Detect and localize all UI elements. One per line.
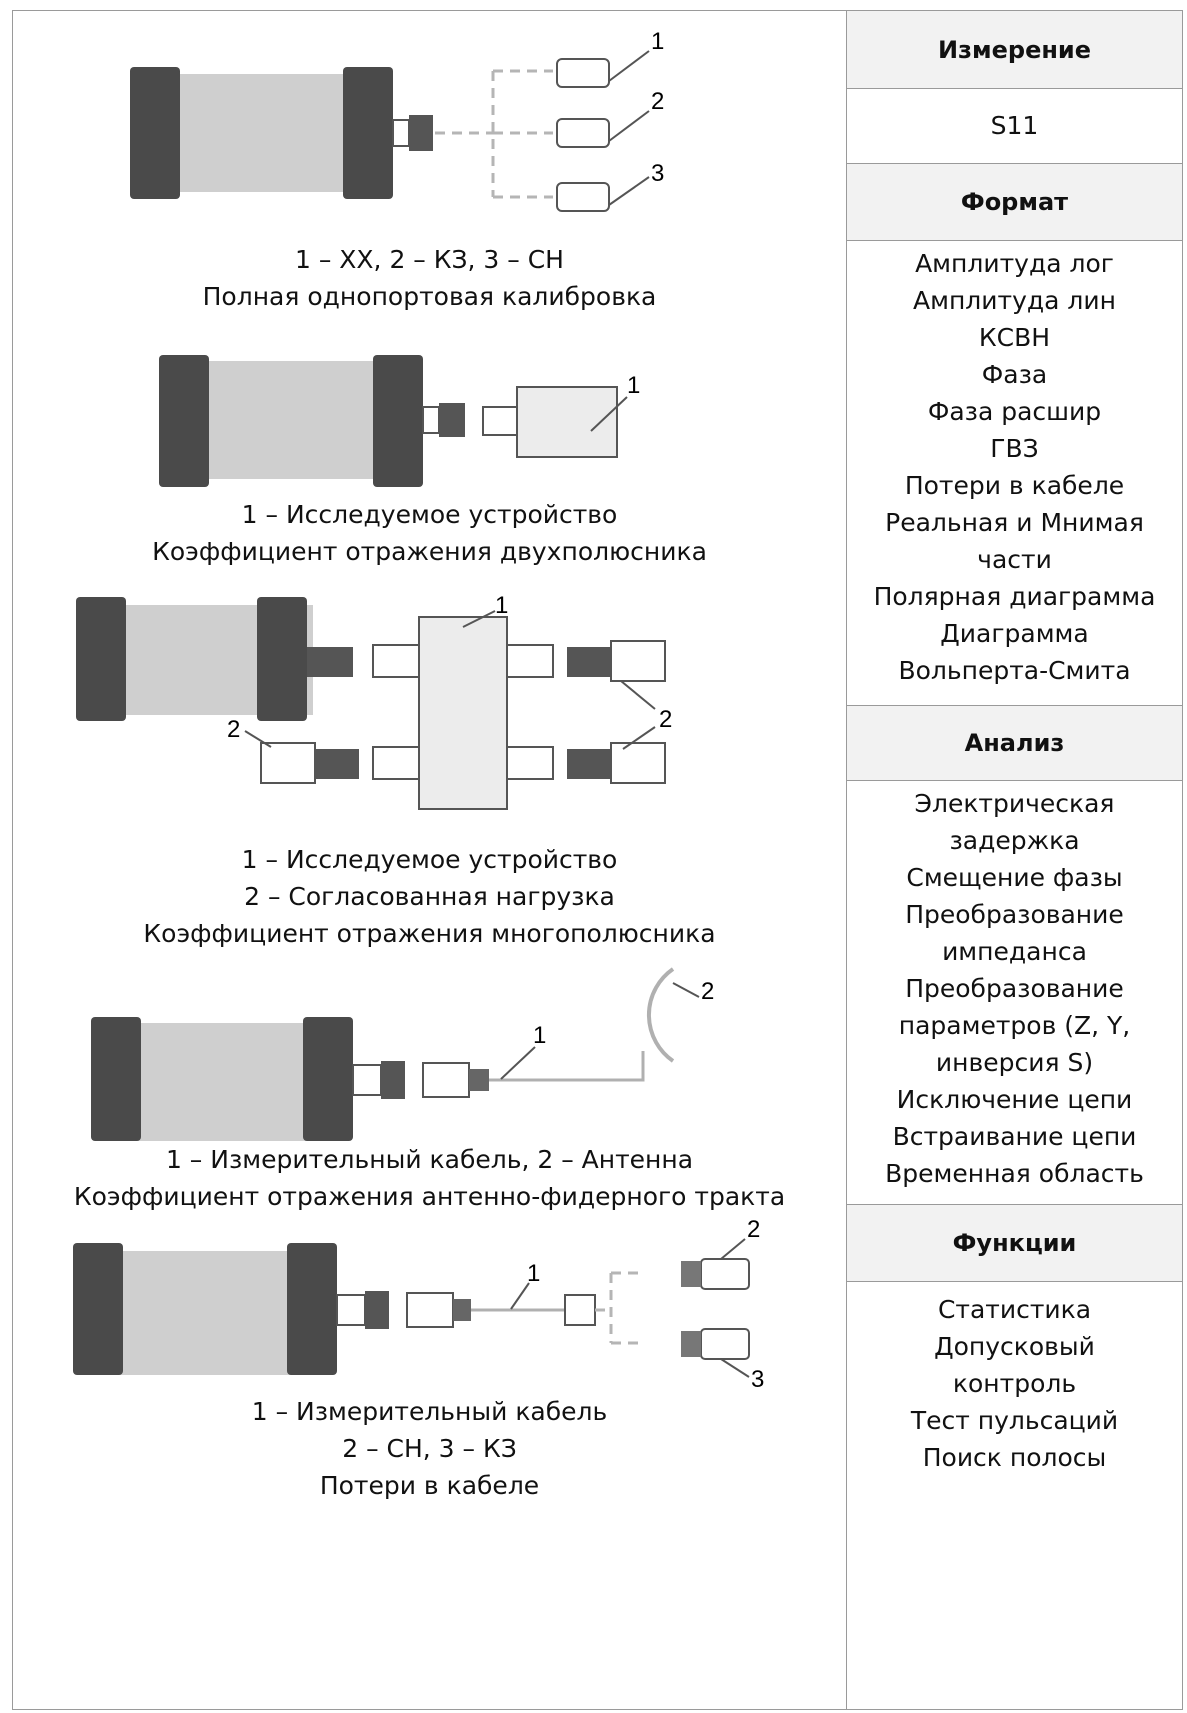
analyzer-device: [91, 1017, 353, 1141]
device-under-test: [418, 616, 508, 810]
list-item: Фаза: [981, 360, 1048, 389]
caption-line: 1 – Измерительный кабель, 2 – Антенна: [165, 1145, 694, 1174]
callout-2: 2: [659, 706, 672, 733]
section-header-format: Формат: [847, 163, 1182, 241]
caption-line: 1 – Исследуемое устройство: [241, 500, 618, 529]
callout-3: 3: [651, 160, 664, 187]
callout-2: 2: [227, 716, 240, 743]
callout-3: 3: [751, 1366, 764, 1391]
list-item: Допусковый: [934, 1332, 1095, 1361]
list-item: КСВН: [978, 323, 1051, 352]
list-item: задержка: [949, 826, 1080, 855]
analyzer-device: [159, 355, 423, 487]
section-header-analysis: Анализ: [847, 705, 1182, 781]
figure-antenna: 1 2 1 – Измерительный кабель, 2 – Антенн…: [13, 961, 846, 1211]
list-item: Исключение цепи: [896, 1085, 1133, 1114]
figure-two-pole: 1 1 – Исследуемое устройство Коэффициент…: [13, 321, 846, 591]
content-frame: 1 2 3 1 – ХХ, 2 – КЗ, 3 – СН Полная одно…: [12, 10, 1183, 1710]
list-item: Электрическая: [914, 789, 1115, 818]
callout-1: 1: [651, 28, 664, 55]
caption-line: Потери в кабеле: [319, 1471, 540, 1500]
callout-1: 1: [533, 1022, 546, 1049]
list-item: Полярная диаграмма: [873, 582, 1156, 611]
list-item: Смещение фазы: [906, 863, 1123, 892]
list-item: контроль: [952, 1369, 1077, 1398]
list-item: Реальная и Мнимая: [885, 508, 1144, 537]
port-connector: [392, 115, 433, 151]
device-under-test: [516, 386, 618, 458]
callout-1: 1: [495, 592, 508, 619]
figures-column: 1 2 3 1 – ХХ, 2 – КЗ, 3 – СН Полная одно…: [13, 11, 846, 1709]
cable-loss-diagram: 1 2 3: [73, 1216, 764, 1391]
functions-list: Статистика Допусковый контроль Тест пуль…: [847, 1291, 1182, 1476]
list-item: Диаграмма: [940, 619, 1089, 648]
list-item: параметров (Z, Y,: [898, 1011, 1131, 1040]
multi-pole-diagram: 1 2 2 2: [76, 592, 672, 810]
list-item: Преобразование: [905, 900, 1124, 929]
list-item: части: [977, 545, 1052, 574]
measuring-cable: [489, 1051, 645, 1082]
list-item: Потери в кабеле: [904, 471, 1125, 500]
callout-1: 1: [527, 1260, 540, 1287]
caption-line: 1 – Измерительный кабель: [251, 1397, 608, 1426]
caption-line: 1 – ХХ, 2 – КЗ, 3 – СН: [295, 245, 564, 274]
list-item: Амплитуда лог: [915, 249, 1114, 278]
list-item: ГВЗ: [990, 434, 1039, 463]
figure-cable-loss: 1 2 3 1 – Измерительный кабель 2 – СН, 3…: [13, 1211, 846, 1601]
list-item: Поиск полосы: [922, 1443, 1107, 1472]
section-header-functions: Функции: [847, 1204, 1182, 1282]
column-divider: [846, 11, 847, 1709]
list-item: Встраивание цепи: [892, 1122, 1137, 1151]
list-item: Преобразование: [905, 974, 1124, 1003]
list-item: Временная область: [885, 1159, 1144, 1188]
two-pole-diagram: 1: [159, 355, 640, 487]
analyzer-device: [73, 1243, 337, 1375]
analyzer-device: [76, 597, 313, 721]
list-item: Вольперта-Смита: [898, 656, 1131, 685]
caption-line: Коэффициент отражения антенно-фидерного …: [73, 1182, 786, 1211]
callout-1: 1: [627, 372, 640, 399]
figure-caption: 1 – Измерительный кабель 2 – СН, 3 – КЗ …: [13, 1393, 846, 1504]
caption-line: 2 – СН, 3 – КЗ: [342, 1434, 517, 1463]
section-header-measurement: Измерение: [847, 10, 1182, 89]
list-item: инверсия S): [935, 1048, 1094, 1077]
list-item: Статистика: [937, 1295, 1092, 1324]
caption-line: Коэффициент отражения двухполюсника: [152, 537, 707, 566]
caption-line: Полная однопортовая калибровка: [202, 282, 657, 311]
callout-2: 2: [651, 88, 664, 115]
analyzer-device: [130, 67, 393, 199]
figure-multi-pole: 1 2 2 2 1 – Исследуемое устройство 2 – С…: [13, 591, 846, 951]
analysis-list: Электрическая задержка Смещение фазы Пре…: [847, 785, 1182, 1192]
caption-line: Коэффициент отражения многополюсника: [143, 919, 716, 948]
caption-line: 1 – Исследуемое устройство: [241, 845, 618, 874]
callout-2: 2: [701, 978, 714, 1005]
list-item: S11: [990, 111, 1039, 140]
list-item: импеданса: [942, 937, 1087, 966]
antenna-diagram: 1 2: [91, 967, 714, 1141]
list-item: Амплитуда лин: [912, 286, 1116, 315]
figure-caption: 1 – Измерительный кабель, 2 – Антенна Ко…: [13, 1141, 846, 1215]
list-item: Фаза расшир: [927, 397, 1102, 426]
list-item: Тест пульсаций: [910, 1406, 1119, 1435]
antenna: [646, 967, 675, 1063]
caption-line: 2 – Согласованная нагрузка: [244, 882, 615, 911]
measurement-list: S11: [847, 107, 1182, 144]
figure-calibration: 1 2 3 1 – ХХ, 2 – КЗ, 3 – СН Полная одно…: [13, 11, 846, 311]
calibration-diagram: 1 2 3: [130, 28, 664, 212]
figure-caption: 1 – Исследуемое устройство Коэффициент о…: [13, 496, 846, 570]
figure-caption: 1 – Исследуемое устройство 2 – Согласова…: [13, 841, 846, 952]
callout-2: 2: [747, 1216, 760, 1243]
figure-caption: 1 – ХХ, 2 – КЗ, 3 – СН Полная однопортов…: [13, 241, 846, 315]
format-list: Амплитуда лог Амплитуда лин КСВН Фаза Фа…: [847, 245, 1182, 689]
